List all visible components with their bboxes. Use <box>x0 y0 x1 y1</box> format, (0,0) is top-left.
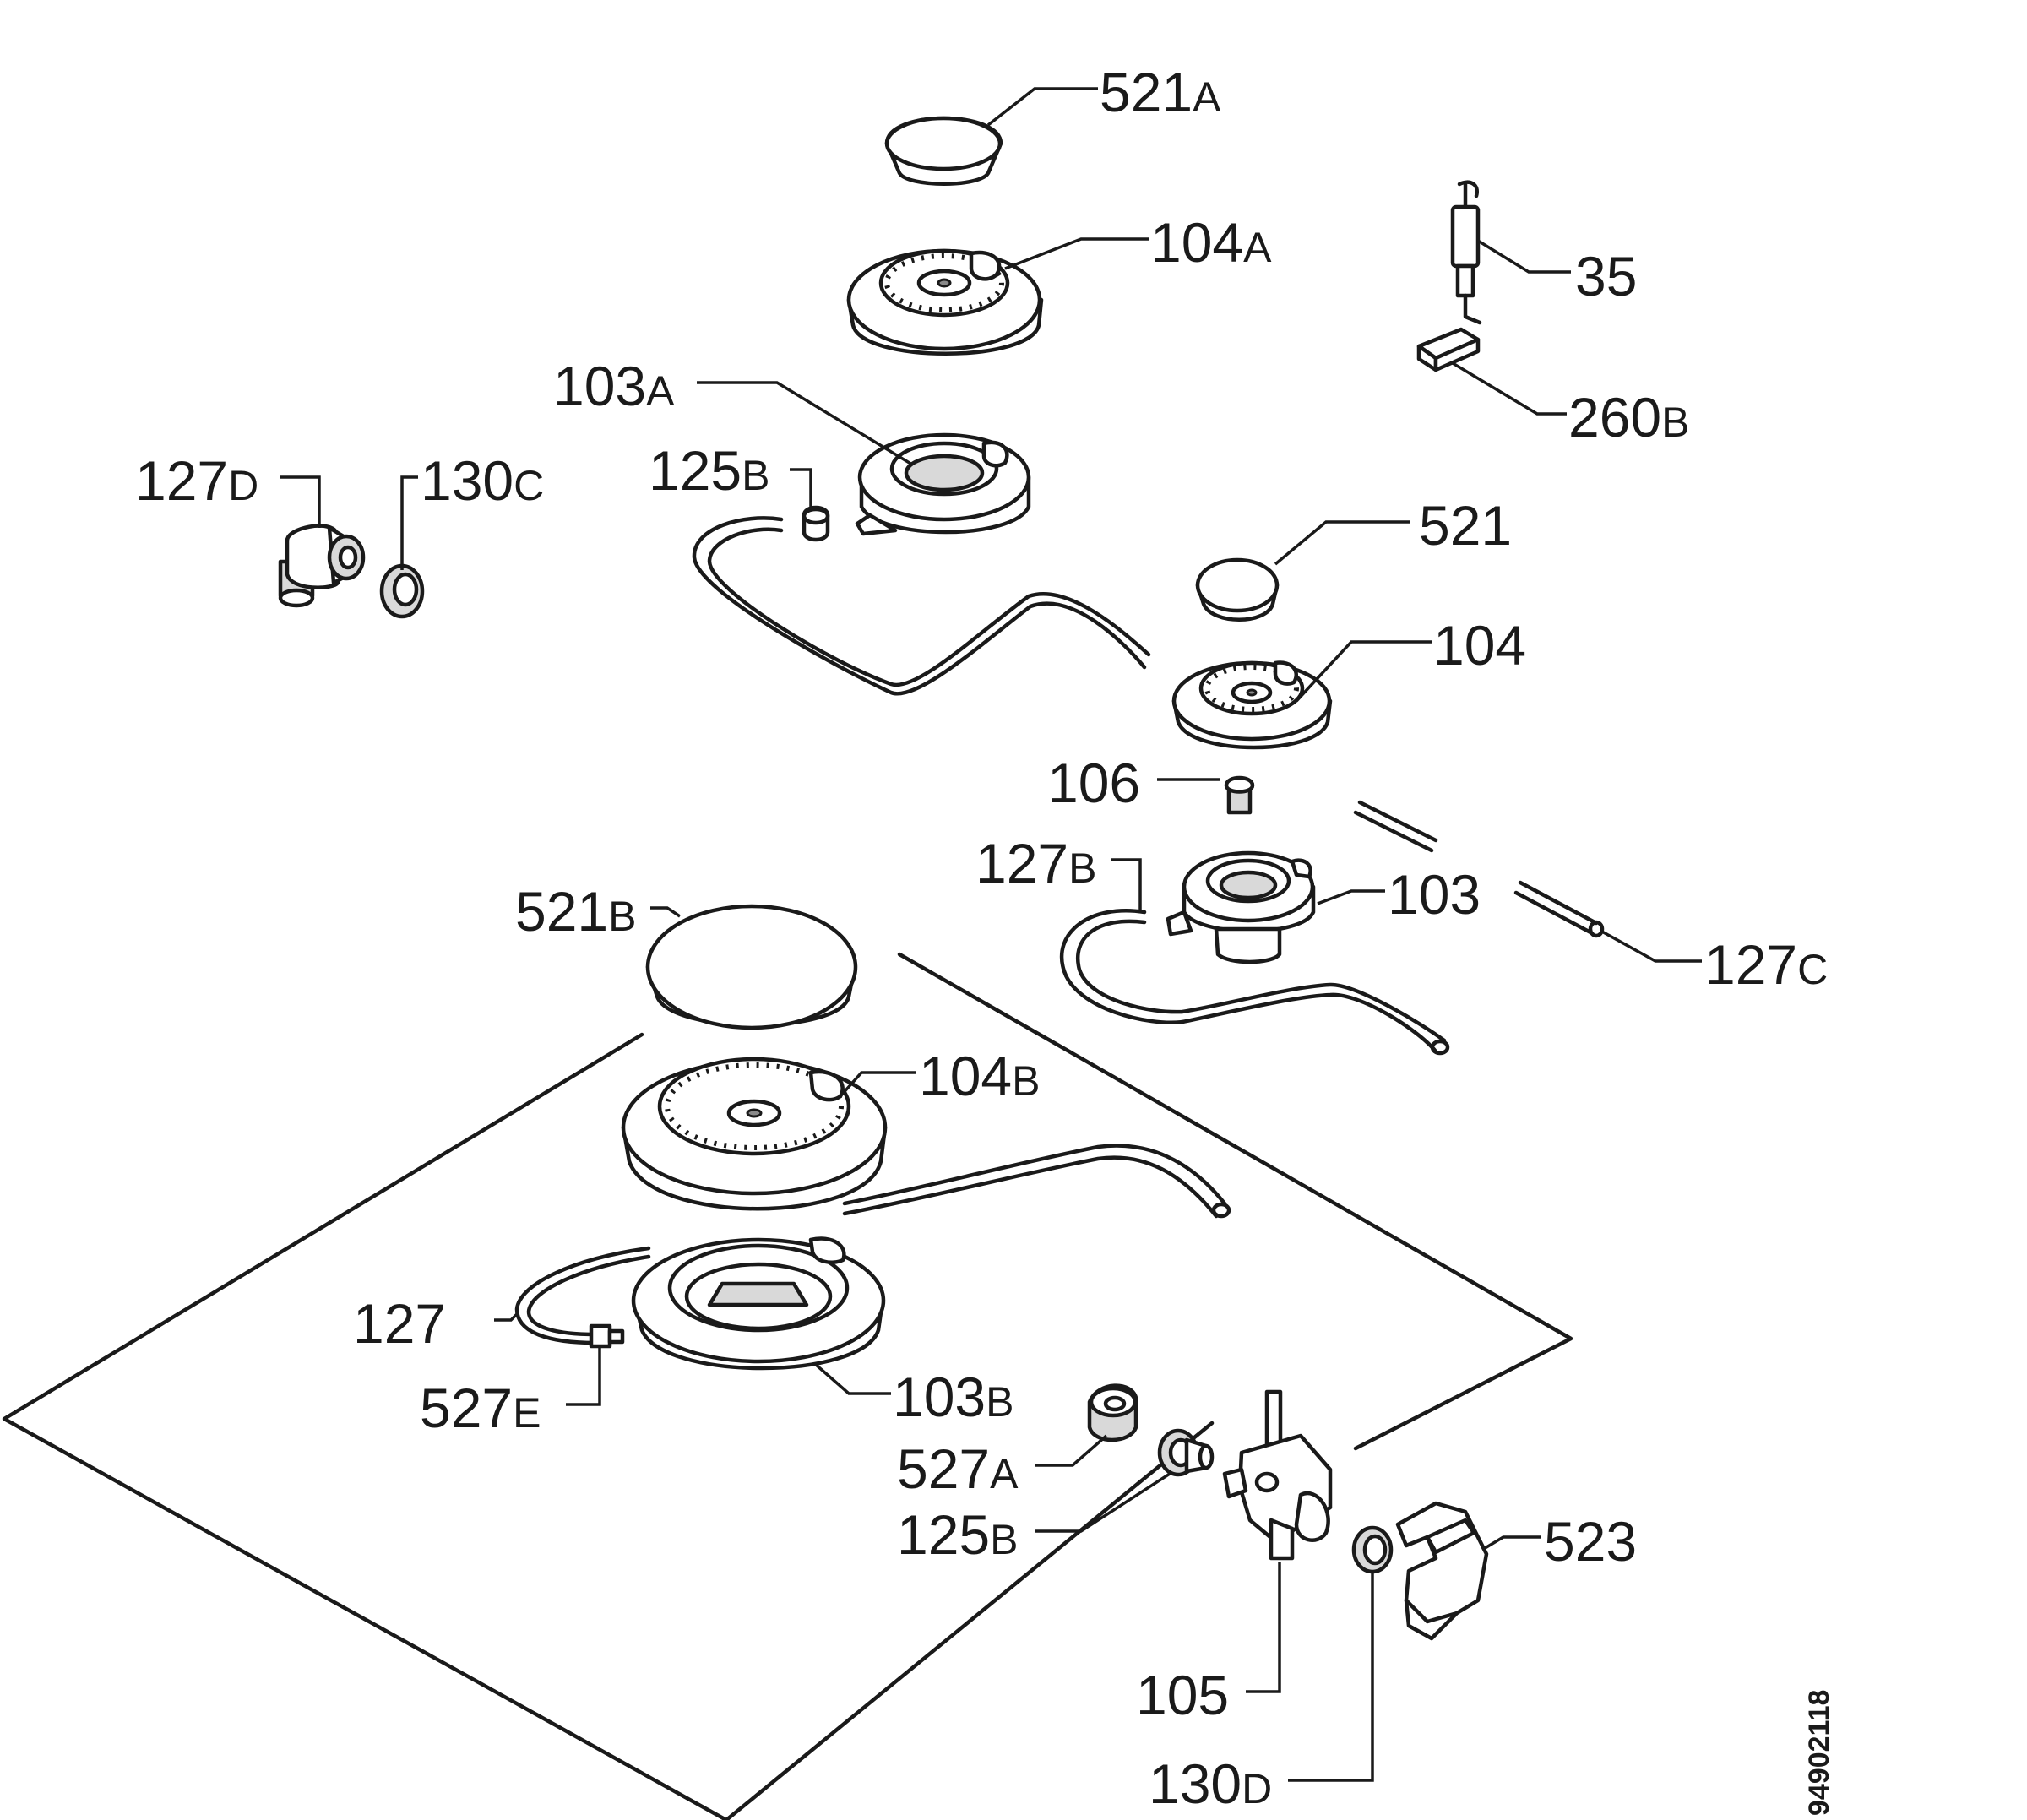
callout-labels: 521A 104A 35 260B 103A 125B 127D 130C 52… <box>135 61 1828 1815</box>
clip-260b <box>1416 327 1481 372</box>
ignition-electrode-35 <box>1450 180 1482 325</box>
label-523: 523 <box>1544 1510 1637 1573</box>
injector-125b-top <box>802 505 830 542</box>
gas-pipe-left-burner <box>692 516 1151 696</box>
label-521a: 521A <box>1100 61 1221 123</box>
gas-tap-105 <box>1222 1389 1333 1561</box>
label-127b: 127B <box>975 832 1096 894</box>
label-527a: 527A <box>897 1437 1019 1500</box>
label-104b: 104B <box>919 1045 1040 1107</box>
nipple-125b-bottom <box>1157 1428 1215 1477</box>
label-127: 127 <box>353 1292 446 1355</box>
nut-527e <box>589 1323 625 1349</box>
label-521b: 521B <box>515 880 636 943</box>
burner-body-103a <box>855 432 1031 536</box>
thermocouple-pipe-127 <box>514 1246 651 1345</box>
burner-body-103 <box>1166 850 1316 964</box>
flame-spreader-104a <box>846 248 1044 356</box>
burner-cap-521a <box>884 116 1003 186</box>
label-130c: 130C <box>421 449 544 512</box>
leader-lines <box>280 87 1702 1782</box>
label-105: 105 <box>1136 1664 1229 1726</box>
label-103b: 103B <box>893 1366 1014 1428</box>
gas-pipe-large-burner <box>842 1144 1231 1219</box>
label-104a: 104A <box>1150 211 1272 274</box>
clamp-523 <box>1395 1501 1489 1641</box>
nut-527a <box>1087 1383 1138 1442</box>
flame-spreader-104b <box>621 1057 888 1211</box>
gas-pipe-right-burner <box>1059 909 1450 1056</box>
label-127c: 127C <box>1704 933 1828 996</box>
elbow-connector-127d <box>278 524 366 608</box>
burner-body-103b <box>631 1236 886 1371</box>
label-103a: 103A <box>553 355 675 417</box>
gas-pipe-127c <box>1353 800 1605 938</box>
label-35: 35 <box>1575 245 1637 307</box>
label-103: 103 <box>1388 863 1481 926</box>
label-527e: 527E <box>420 1377 541 1439</box>
diagram-code: 94902118 <box>1803 1690 1835 1816</box>
label-106: 106 <box>1047 752 1140 814</box>
label-521: 521 <box>1419 494 1512 557</box>
label-130d: 130D <box>1149 1752 1272 1815</box>
injector-106 <box>1224 775 1255 815</box>
label-125b-bottom: 125B <box>897 1503 1018 1566</box>
label-125b-top: 125B <box>649 439 769 502</box>
hob-base-plate <box>2 952 1573 1820</box>
label-104: 104 <box>1433 614 1526 676</box>
label-260b: 260B <box>1568 386 1689 448</box>
burner-cap-521 <box>1195 557 1280 622</box>
flame-spreader-104 <box>1171 660 1333 750</box>
washer-130d <box>1351 1525 1394 1574</box>
washer-130c <box>379 563 425 619</box>
label-127d: 127D <box>135 449 258 512</box>
burner-cap-521b <box>645 904 858 1030</box>
